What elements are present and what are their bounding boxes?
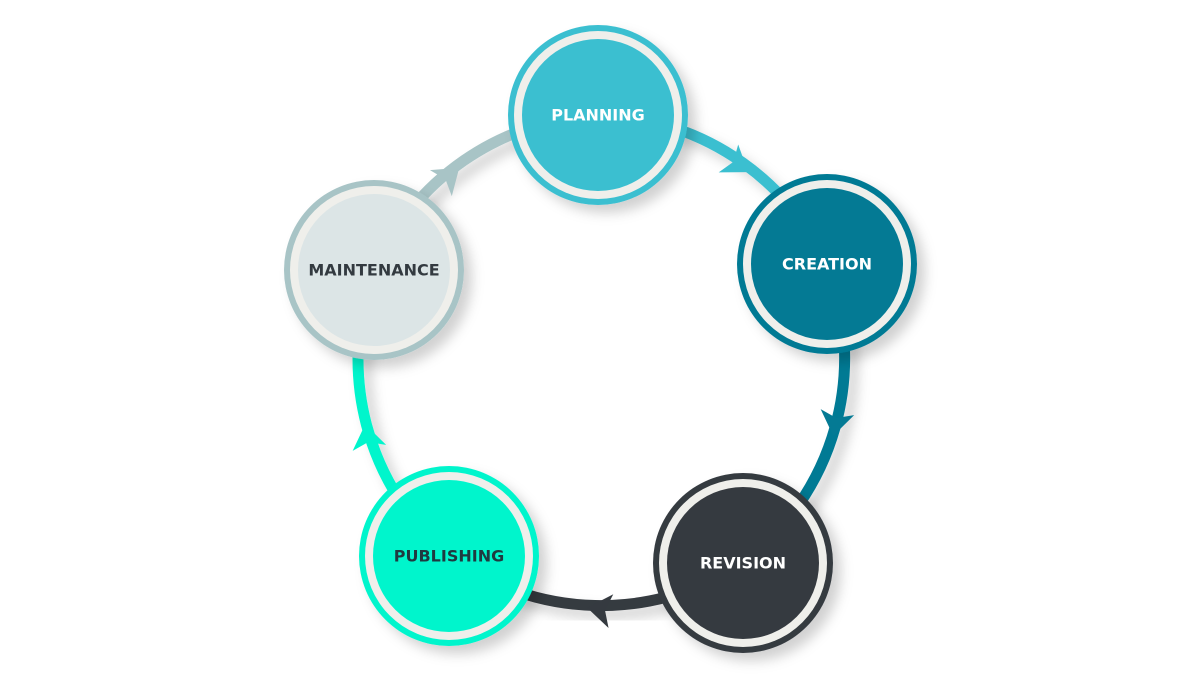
node-publishing: PUBLISHING xyxy=(359,466,539,646)
node-label: PLANNING xyxy=(551,106,645,125)
arrowhead-revision-icon xyxy=(820,409,855,436)
node-fill xyxy=(667,487,819,639)
node-fill xyxy=(373,480,525,632)
arrowhead-publishing-icon xyxy=(587,594,614,628)
node-label: REVISION xyxy=(700,554,786,573)
node-revision: REVISION xyxy=(653,473,833,653)
node-label: PUBLISHING xyxy=(394,547,504,566)
node-fill xyxy=(522,39,674,191)
node-planning: PLANNING xyxy=(508,25,688,205)
arrowhead-creation-icon xyxy=(718,144,749,173)
node-fill xyxy=(751,188,903,340)
node-label: MAINTENANCE xyxy=(308,261,439,280)
arrowhead-planning-icon xyxy=(429,167,460,197)
node-fill xyxy=(298,194,450,346)
node-maintenance: MAINTENANCE xyxy=(284,180,464,360)
arrowhead-maintenance-icon xyxy=(352,424,387,451)
node-creation: CREATION xyxy=(737,174,917,354)
node-label: CREATION xyxy=(782,255,872,274)
